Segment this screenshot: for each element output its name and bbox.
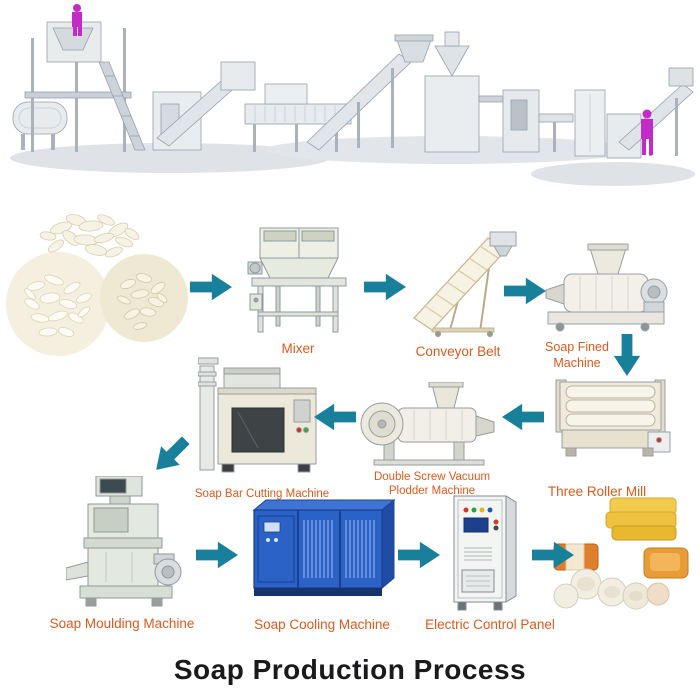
page-title: Soap Production Process — [173, 654, 527, 685]
finished-soap-bars-image — [552, 496, 692, 611]
mixer-machine-image — [242, 226, 354, 338]
arrow-mixer-to-conveyor — [364, 273, 406, 301]
three-roller-mill-image — [548, 372, 673, 472]
vacuum-plodder-machine-image — [354, 382, 499, 467]
mixer-label: Mixer — [281, 341, 315, 356]
arrow-moulding-to-cooling — [196, 541, 238, 569]
soap-fined-machine-image — [540, 240, 675, 332]
conveyor-belt-image — [410, 230, 522, 338]
three-roller-mill-label: Three Roller Mill — [547, 484, 647, 499]
worker-figure-left — [72, 4, 82, 36]
conveyor-belt-label: Conveyor Belt — [415, 344, 501, 359]
plodder-machine-label: Double Screw Vacuum Plodder Machine — [373, 471, 491, 498]
arrow-cooling-to-control — [398, 541, 440, 569]
worker-figure-right — [641, 109, 653, 155]
soap-cooling-machine-image — [246, 496, 396, 604]
soap-bar-cutting-machine-image — [198, 352, 323, 480]
arrow-raw-to-mixer — [190, 273, 232, 301]
soap-moulding-machine-image — [66, 476, 186, 608]
electric-control-panel-image — [442, 490, 527, 612]
arrow-cutting-to-moulding — [146, 430, 197, 481]
control-panel-label: Electric Control Panel — [425, 617, 555, 632]
soap-noodles-raw-material-image — [6, 206, 191, 361]
cutting-machine-label: Soap Bar Cutting Machine — [194, 488, 330, 500]
soap-fined-machine-label: Soap Fined Machine — [545, 340, 609, 370]
cooling-machine-label: Soap Cooling Machine — [254, 617, 390, 632]
arrow-roller-to-plodder — [502, 402, 544, 432]
production-line-3d-illustration — [5, 2, 695, 198]
moulding-machine-label: Soap Moulding Machine — [49, 616, 195, 631]
